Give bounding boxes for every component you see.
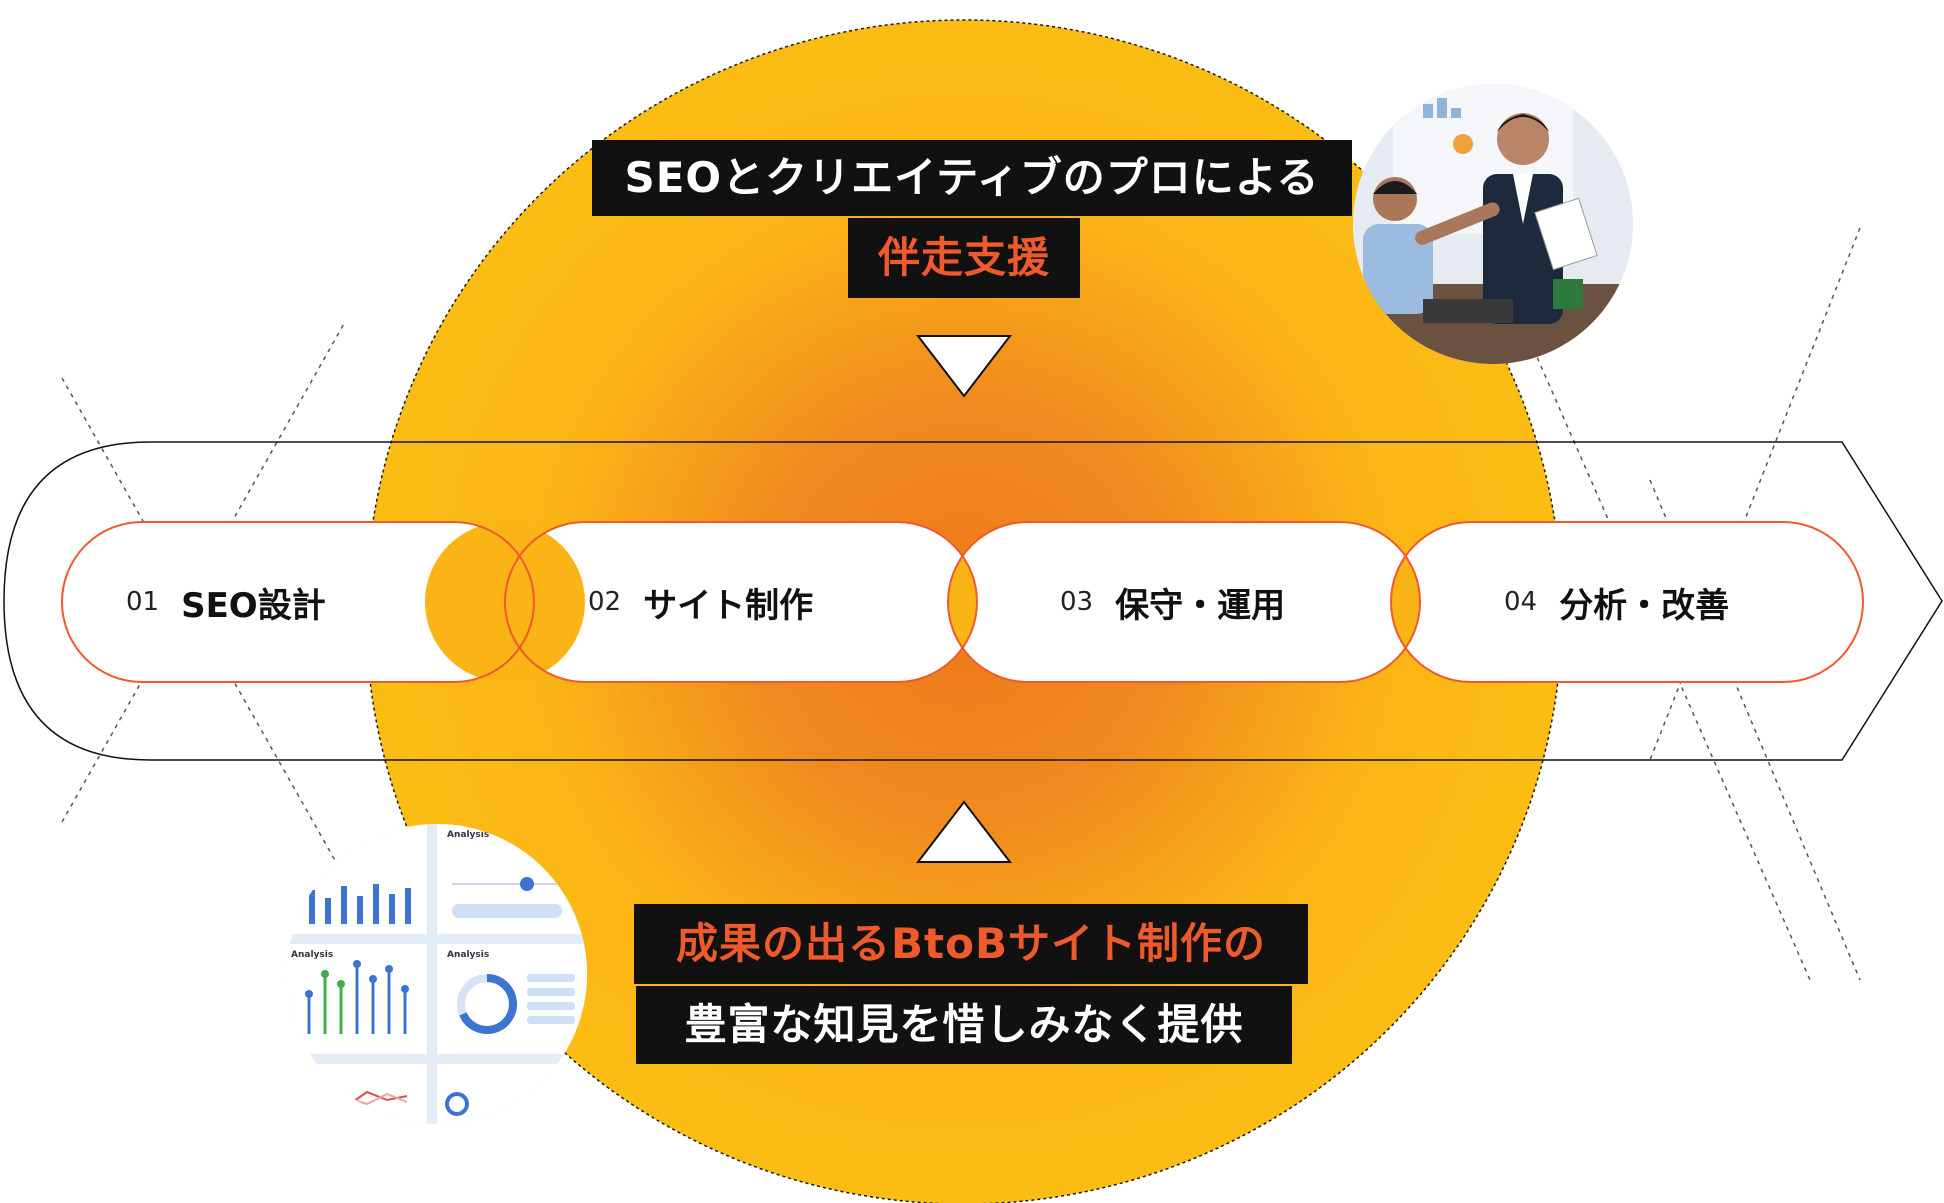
top-heading-line2-text: 伴走支援 (877, 233, 1050, 282)
step-number: 04 (1504, 587, 1538, 617)
bottom-heading-line2: 豊富な知見を惜しみなく提供 (636, 986, 1292, 1064)
step-pill-fills (62, 522, 1863, 682)
analytics-dashboard-photo: Analysis Analysis Analysis (287, 824, 587, 1124)
up-triangle-icon (915, 800, 1013, 863)
step-number: 01 (126, 587, 160, 617)
process-arrow-band (3, 441, 1943, 761)
step-number: 03 (1060, 587, 1094, 617)
step-maintenance-operation: 03 保守・運用 (1060, 522, 1285, 682)
bottom-heading-line2-text: 豊富な知見を惜しみなく提供 (684, 1000, 1244, 1049)
top-heading-line1-text: SEOとクリエイティブのプロによる (624, 153, 1320, 202)
step-label: 保守・運用 (1115, 585, 1286, 626)
step-label: サイト制作 (643, 585, 814, 626)
step-label: 分析・改善 (1559, 585, 1730, 626)
top-heading-line1: SEOとクリエイティブのプロによる (592, 140, 1352, 216)
dashboard-illustration (287, 824, 587, 1124)
step-seo-design: 01 SEO設計 (126, 522, 326, 682)
dashboard-panel-title: Analysis (447, 950, 490, 960)
dashboard-panel-title: Analysis (447, 830, 490, 840)
down-triangle-icon (915, 335, 1013, 398)
consultant-illustration (1353, 84, 1633, 364)
bottom-heading-line1: 成果の出るBtoBサイト制作の (634, 904, 1308, 984)
consultant-photo (1353, 84, 1633, 364)
step-analysis-improvement: 04 分析・改善 (1504, 522, 1729, 682)
top-heading-line2: 伴走支援 (848, 218, 1080, 298)
step-pill-outlines (61, 521, 1864, 683)
dashboard-panel-title: Analysis (291, 950, 334, 960)
step-number: 02 (588, 587, 622, 617)
step-site-production: 02 サイト制作 (588, 522, 813, 682)
bottom-heading-line1-text: 成果の出るBtoBサイト制作の (676, 919, 1266, 968)
step-label: SEO設計 (181, 585, 326, 626)
